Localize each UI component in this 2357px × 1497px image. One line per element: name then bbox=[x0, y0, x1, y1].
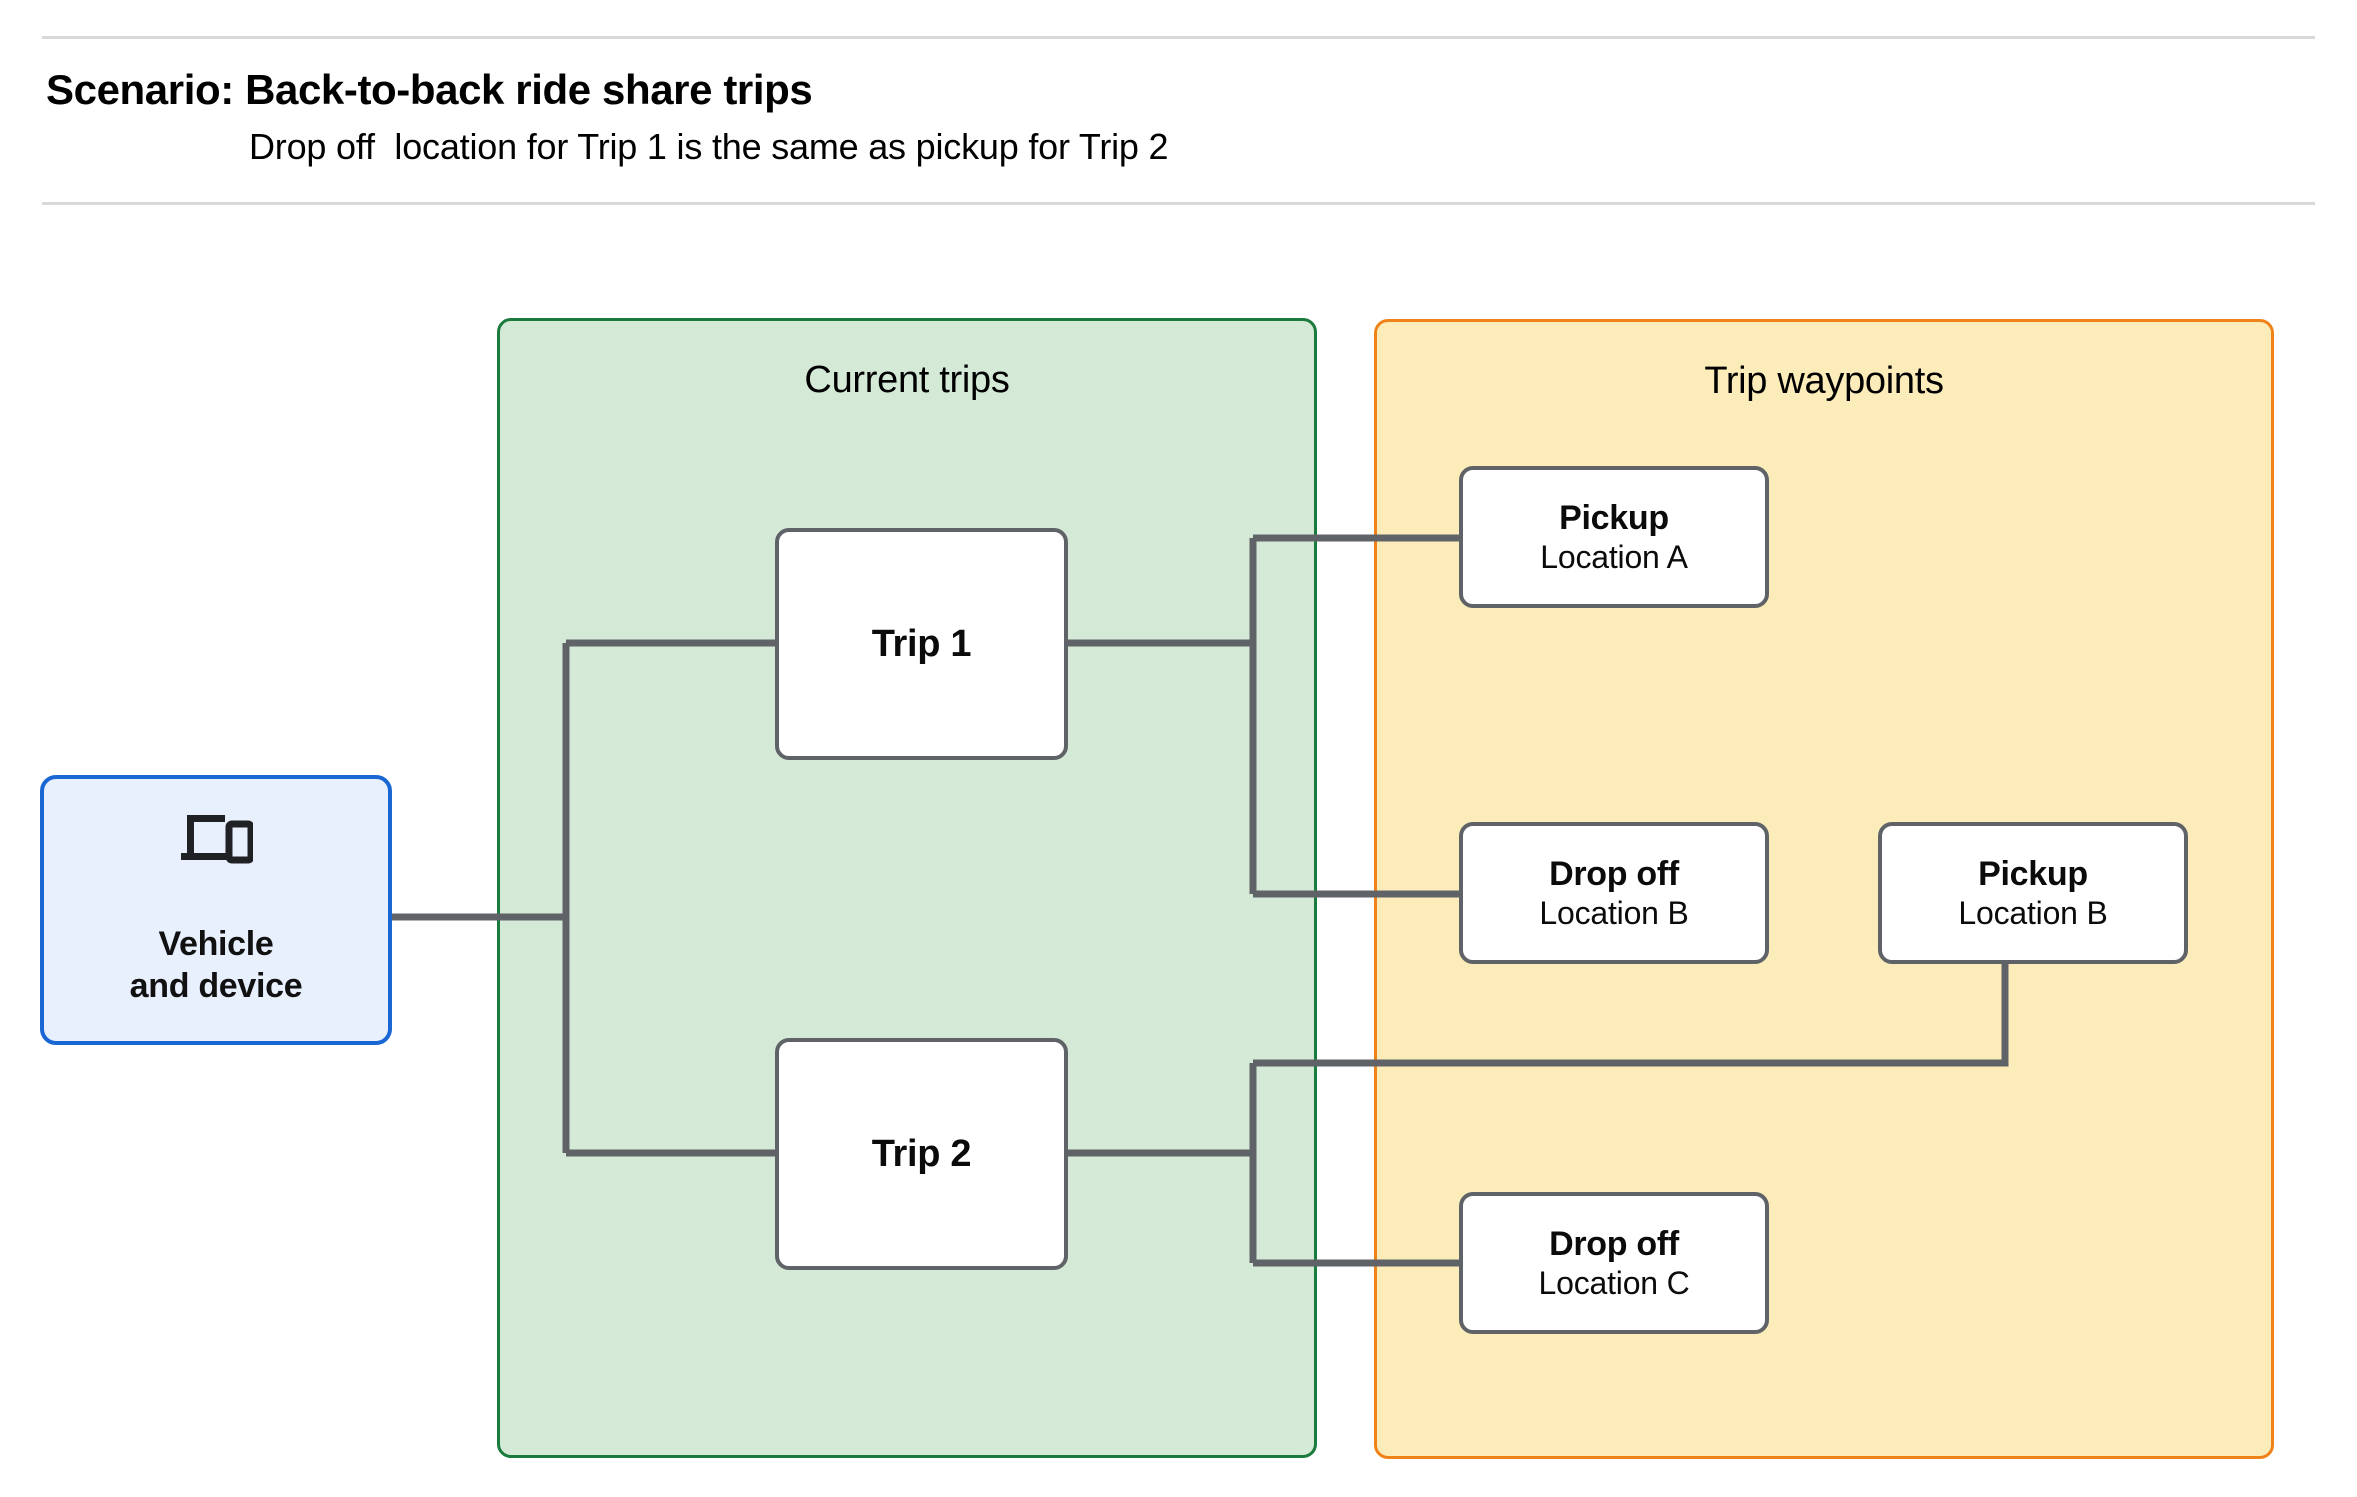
node-trip-2[interactable]: Trip 2 bbox=[775, 1038, 1068, 1270]
node-waypoint-dropoff-b[interactable]: Drop off Location B bbox=[1459, 822, 1769, 964]
node-waypoint-dropoff-b-location: Location B bbox=[1539, 894, 1689, 931]
node-vehicle-and-device[interactable]: Vehicle and device bbox=[40, 775, 392, 1045]
panel-trip-waypoints-title: Trip waypoints bbox=[1704, 360, 1944, 402]
panel-current-trips-title: Current trips bbox=[804, 359, 1010, 401]
page-title: Scenario: Back-to-back ride share trips bbox=[46, 66, 813, 113]
node-vehicle-label: Vehicle and device bbox=[129, 924, 303, 1006]
node-waypoint-pickup-b-title: Pickup bbox=[1978, 854, 2088, 893]
devices-icon bbox=[181, 814, 253, 863]
node-waypoint-dropoff-b-title: Drop off bbox=[1549, 854, 1679, 893]
node-trip-2-title: Trip 2 bbox=[871, 1132, 972, 1175]
node-waypoint-pickup-a[interactable]: Pickup Location A bbox=[1459, 466, 1769, 608]
node-waypoint-pickup-b[interactable]: Pickup Location B bbox=[1878, 822, 2188, 964]
node-waypoint-dropoff-c-location: Location C bbox=[1538, 1264, 1690, 1301]
node-waypoint-dropoff-c[interactable]: Drop off Location C bbox=[1459, 1192, 1769, 1334]
header-divider-top bbox=[42, 36, 2315, 39]
panel-current-trips: Current trips bbox=[497, 318, 1317, 1458]
node-waypoint-pickup-a-title: Pickup bbox=[1559, 498, 1669, 537]
header-divider-bottom bbox=[42, 202, 2315, 205]
page-subtitle: Drop off location for Trip 1 is the same… bbox=[249, 126, 1169, 167]
node-trip-1[interactable]: Trip 1 bbox=[775, 528, 1068, 760]
node-waypoint-pickup-a-location: Location A bbox=[1540, 538, 1688, 575]
node-waypoint-dropoff-c-title: Drop off bbox=[1549, 1224, 1679, 1263]
node-trip-1-title: Trip 1 bbox=[871, 622, 972, 665]
node-waypoint-pickup-b-location: Location B bbox=[1958, 894, 2108, 931]
